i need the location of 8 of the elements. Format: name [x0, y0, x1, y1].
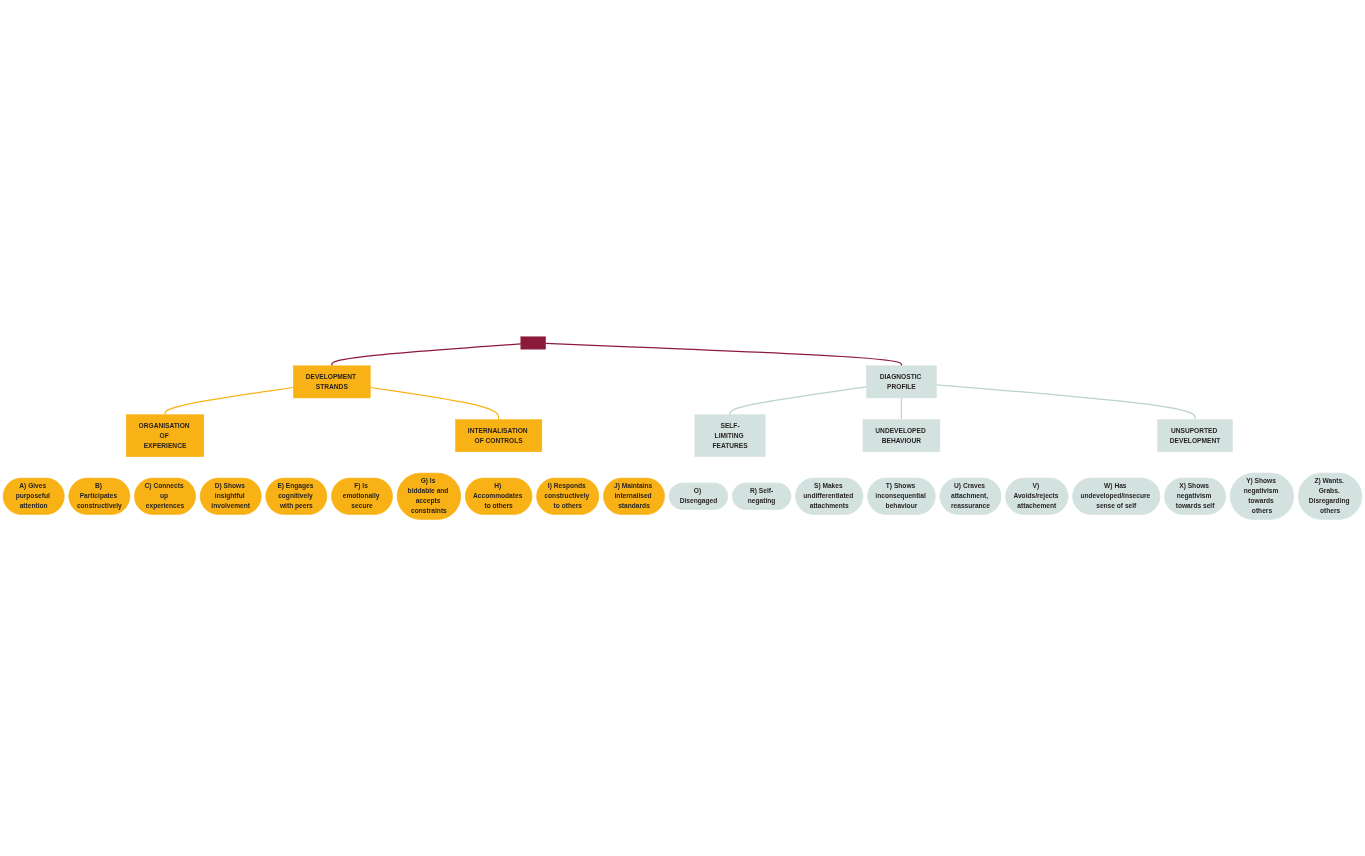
connector	[900, 397, 903, 421]
connector	[369, 386, 500, 421]
connector	[729, 386, 867, 416]
connector	[545, 342, 903, 367]
connector	[331, 343, 522, 367]
connector	[936, 384, 1196, 421]
connector	[164, 386, 294, 416]
node-bar	[520, 336, 546, 350]
